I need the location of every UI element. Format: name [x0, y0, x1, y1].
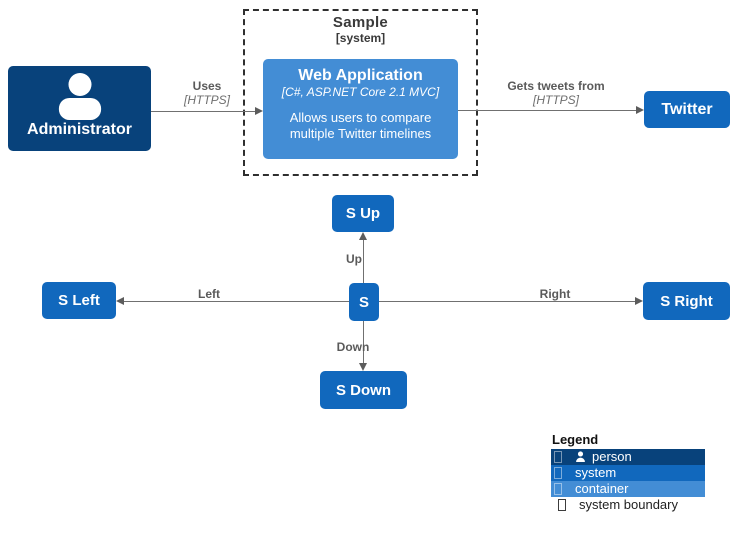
edge-up-line [363, 240, 364, 283]
legend-item-label: system boundary [579, 497, 678, 512]
administrator-label: Administrator [27, 121, 132, 138]
web-application-title: Web Application [298, 67, 423, 84]
edge-uses-line [151, 111, 255, 112]
edge-down-line [363, 321, 364, 363]
missing-glyph-icon [554, 451, 562, 463]
edge-left-arrowhead-icon [116, 297, 124, 305]
legend-item-container: container [551, 481, 705, 497]
edge-down-arrowhead-icon [359, 363, 367, 371]
missing-glyph-icon [558, 499, 566, 511]
edge-left-line [124, 301, 349, 302]
legend-item-label: person [592, 449, 632, 464]
legend-item-person: person [551, 449, 705, 465]
missing-glyph-icon [554, 483, 562, 495]
person-node-administrator: Administrator [8, 66, 151, 151]
edge-gets-tweets-label: Gets tweets from [507, 79, 605, 93]
system-node-s: S [349, 283, 379, 321]
web-application-description-line1: Allows users to compare [289, 110, 432, 125]
edge-uses-tech: [HTTPS] [183, 93, 230, 107]
system-node-s-up: S Up [332, 195, 394, 232]
edge-right-line [379, 301, 635, 302]
legend-item-system: system [551, 465, 705, 481]
edge-uses-label: Uses [192, 79, 222, 93]
edge-left-label: Left [198, 287, 220, 301]
missing-glyph-icon [554, 467, 562, 479]
legend-person-icon [575, 451, 586, 463]
system-node-s-down: S Down [320, 371, 407, 409]
system-node-s-right: S Right [643, 282, 730, 320]
edge-up-label: Up [346, 252, 362, 266]
system-node-twitter: Twitter [644, 91, 730, 128]
web-application-description-line2: multiple Twitter timelines [289, 126, 432, 141]
edge-right-label: Right [539, 287, 571, 301]
edge-uses-arrowhead-icon [255, 107, 263, 115]
legend-item-label: system [575, 465, 617, 480]
edge-up-arrowhead-icon [359, 232, 367, 240]
legend-title: Legend [552, 432, 599, 447]
edge-right-arrowhead-icon [635, 297, 643, 305]
legend-item-label: container [575, 481, 629, 496]
legend-item-system-boundary: system boundary [551, 497, 705, 513]
container-node-web-application: Web Application [C#, ASP.NET Core 2.1 MV… [263, 59, 458, 159]
web-application-tech: [C#, ASP.NET Core 2.1 MVC] [281, 85, 440, 99]
person-icon [55, 73, 105, 120]
boundary-title: Sample [332, 14, 389, 31]
edge-down-label: Down [336, 340, 370, 354]
edge-gets-tweets-line [458, 110, 636, 111]
system-boundary: Sample [system] [243, 9, 478, 176]
boundary-subtitle: [system] [335, 31, 386, 45]
edge-gets-tweets-tech: [HTTPS] [532, 93, 579, 107]
system-node-s-left: S Left [42, 282, 116, 319]
edge-gets-tweets-arrowhead-icon [636, 106, 644, 114]
legend: person system container system boundary [551, 449, 705, 513]
